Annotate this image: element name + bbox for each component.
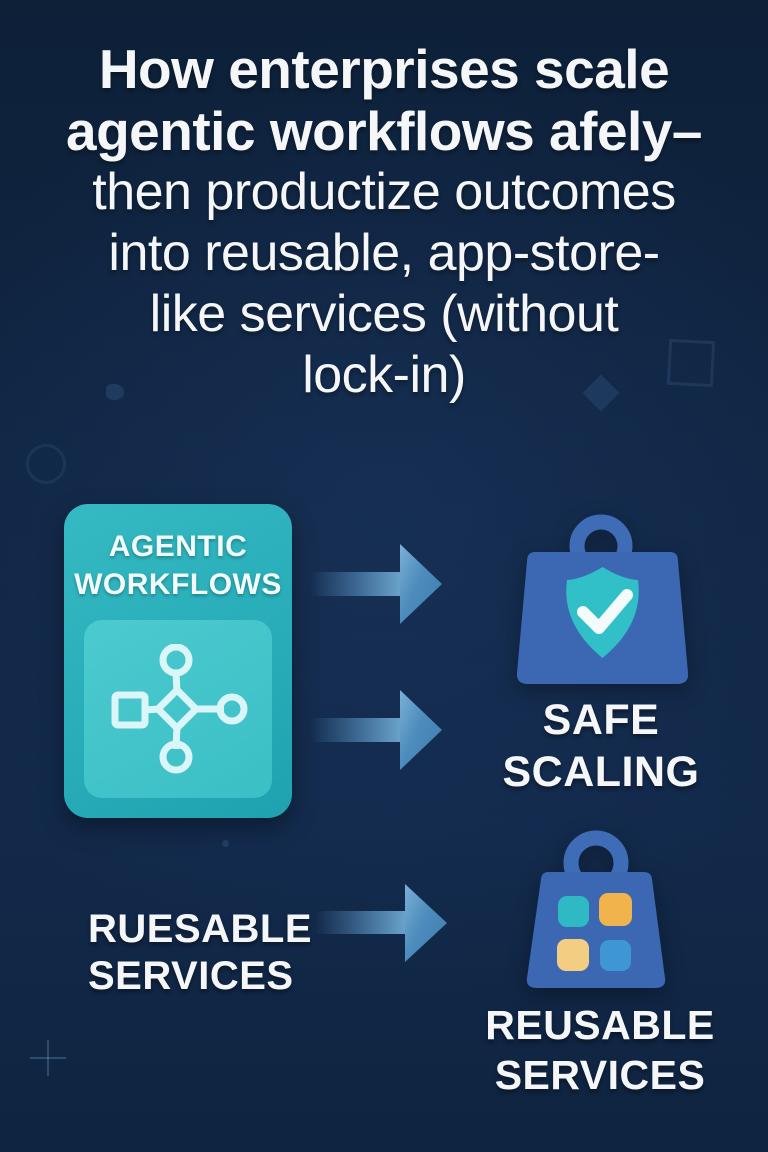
workflow-nodes-icon	[111, 644, 248, 774]
card-label-line: WORKFLOWS	[74, 568, 282, 601]
workflow-icon-panel	[84, 620, 272, 798]
arrow-head	[405, 884, 447, 962]
bag-shield-check-icon	[516, 514, 689, 684]
reusable-services-label: REUSABLE SERVICES	[455, 1000, 745, 1100]
decor-dot	[222, 840, 229, 847]
title-line-regular: like services (without	[149, 285, 619, 343]
title-line-regular: into reusable, app-store-	[108, 224, 660, 282]
label-line: REUSABLE	[485, 1002, 715, 1048]
label-line: SCALING	[502, 748, 700, 796]
label-line: SERVICES	[88, 954, 294, 998]
app-tile-yellow	[557, 939, 589, 971]
arrow-right-icon	[310, 690, 442, 770]
app-tile-orange	[599, 893, 632, 926]
app-tile-blue	[600, 940, 631, 971]
decor-circle-outline	[26, 444, 66, 484]
title-line-bold: How enterprises scale	[98, 38, 670, 100]
decor-plus	[30, 1040, 66, 1076]
shield-icon	[566, 567, 639, 658]
bag-app-grid-icon	[526, 830, 666, 988]
arrow-right-icon	[315, 884, 447, 962]
card-label: AGENTIC WORKFLOWS	[64, 528, 292, 604]
label-line: SERVICES	[494, 1052, 706, 1098]
title-line-regular: then productize outcomes	[92, 163, 676, 221]
label-line: RUESABLE	[88, 907, 313, 951]
check-icon	[577, 589, 633, 634]
arrow-shaft	[310, 718, 402, 742]
ruesable-services-label: RUESABLE SERVICES	[88, 906, 312, 1000]
title-line-bold: agentic workflows afely–	[66, 100, 703, 162]
page-title: How enterprises scale agentic workflows …	[0, 38, 768, 406]
label-line: SAFE	[542, 696, 660, 744]
arrow-shaft	[315, 911, 407, 934]
agentic-workflows-card: AGENTIC WORKFLOWS	[64, 504, 292, 818]
arrow-right-icon	[310, 544, 442, 624]
card-label-line: AGENTIC	[108, 530, 248, 563]
arrow-head	[400, 544, 442, 624]
arrow-head	[400, 690, 442, 770]
arrow-shaft	[310, 572, 402, 596]
safe-scaling-label: SAFE SCALING	[470, 694, 732, 798]
app-tile-teal	[558, 896, 589, 927]
title-line-regular: lock-in)	[302, 346, 466, 404]
